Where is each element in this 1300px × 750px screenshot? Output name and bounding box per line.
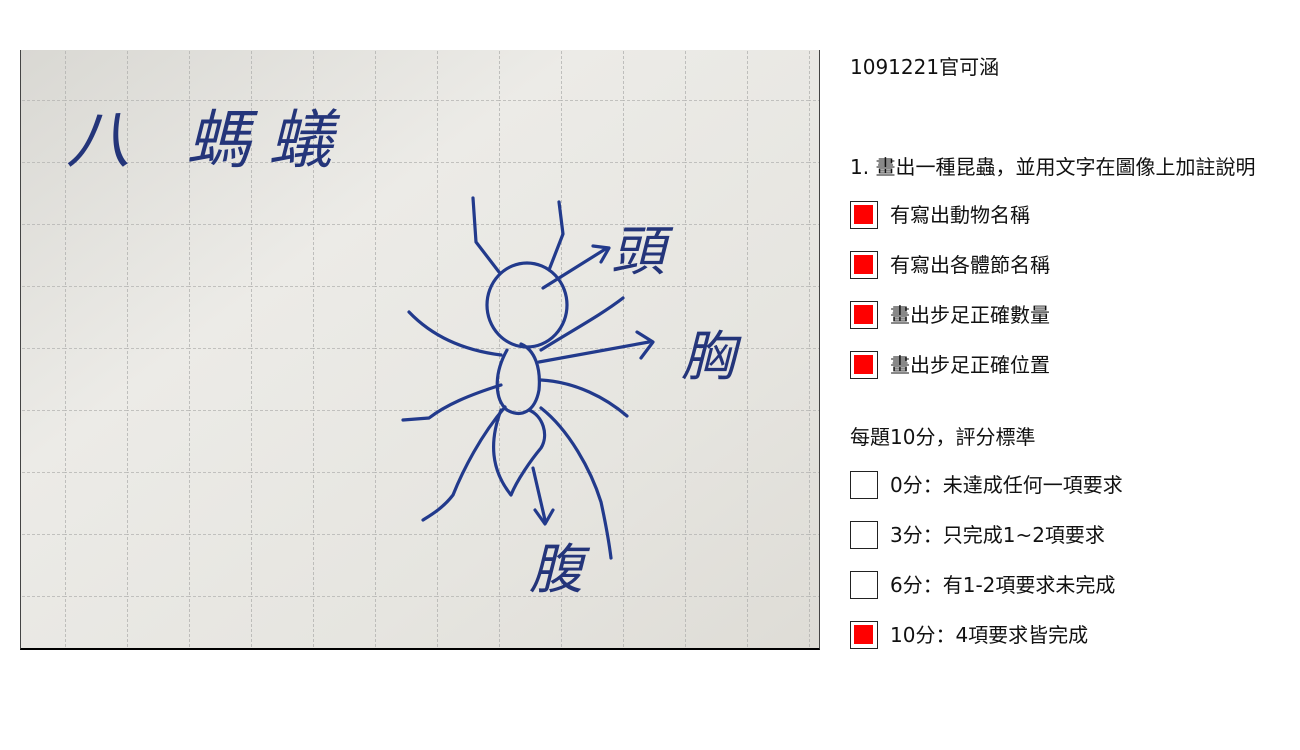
label-abdomen: 腹 [529,538,591,601]
arrow-thorax-tip [635,330,655,360]
criterion-leg-position[interactable]: 畫出步足正確位置 [850,350,1050,380]
arrow-head-tip [591,244,611,264]
rubric-title: 每題10分，評分標準 [850,425,1036,449]
arrow-to-head [541,246,609,290]
ant-leg-mid-right [539,378,629,418]
criterion-leg-count[interactable]: 畫出步足正確數量 [850,300,1050,330]
question-text: 1. 畫出一種昆蟲，並用文字在圖像上加註說明 [850,155,1256,179]
grading-panel: 1091221官可涵 1. 畫出一種昆蟲，並用文字在圖像上加註說明 有寫出動物名… [850,0,1290,750]
checkbox-checked[interactable] [850,251,878,279]
ant-thorax [495,342,541,415]
ant-leg-hind-left [421,405,507,522]
rubric-option-3[interactable]: 3分：只完成1~2項要求 [850,520,1105,550]
ant-sketch [401,196,655,560]
rubric-option-label: 10分：4項要求皆完成 [890,623,1089,647]
rubric-option-label: 6分：有1-2項要求未完成 [890,573,1116,597]
checkbox-unchecked[interactable] [850,571,878,599]
checkbox-unchecked[interactable] [850,521,878,549]
rubric-option-10[interactable]: 10分：4項要求皆完成 [850,620,1088,650]
ant-abdomen [491,408,547,497]
criterion-label: 有寫出動物名稱 [890,203,1030,227]
checkbox-unchecked[interactable] [850,471,878,499]
rubric-option-label: 3分：只完成1~2項要求 [890,523,1105,547]
rubric-option-label: 0分：未達成任何一項要求 [890,473,1123,497]
ant-antenna-right [547,200,565,272]
ant-leg-front-right [539,296,625,352]
student-drawing-photo: 八 螞蟻 頭 [20,50,820,650]
ant-leg-mid-left [401,383,503,422]
drawing-title: 八 螞蟻 [66,104,350,178]
criterion-label: 有寫出各體節名稱 [890,253,1050,277]
criterion-label: 畫出步足正確數量 [890,303,1050,327]
grid-lines [21,50,819,648]
criterion-animal-name[interactable]: 有寫出動物名稱 [850,200,1030,230]
rubric-option-0[interactable]: 0分：未達成任何一項要求 [850,470,1123,500]
checkbox-checked[interactable] [850,621,878,649]
checkbox-checked[interactable] [850,351,878,379]
criterion-label: 畫出步足正確位置 [890,353,1050,377]
drawing-canvas: 八 螞蟻 頭 [21,50,819,648]
checkbox-checked[interactable] [850,301,878,329]
arrow-abdomen-tip [533,508,555,526]
ant-antenna-left [471,196,501,274]
ant-leg-hind-right [539,406,613,560]
criterion-segment-names[interactable]: 有寫出各體節名稱 [850,250,1050,280]
rubric-option-6[interactable]: 6分：有1-2項要求未完成 [850,570,1115,600]
arrow-to-abdomen [531,466,547,522]
label-head: 頭 [611,220,674,283]
checkbox-checked[interactable] [850,201,878,229]
student-id-name: 1091221官可涵 [850,55,1000,79]
arrow-to-thorax [537,340,651,364]
label-thorax: 胸 [681,325,742,388]
ant-leg-front-left [407,310,503,357]
